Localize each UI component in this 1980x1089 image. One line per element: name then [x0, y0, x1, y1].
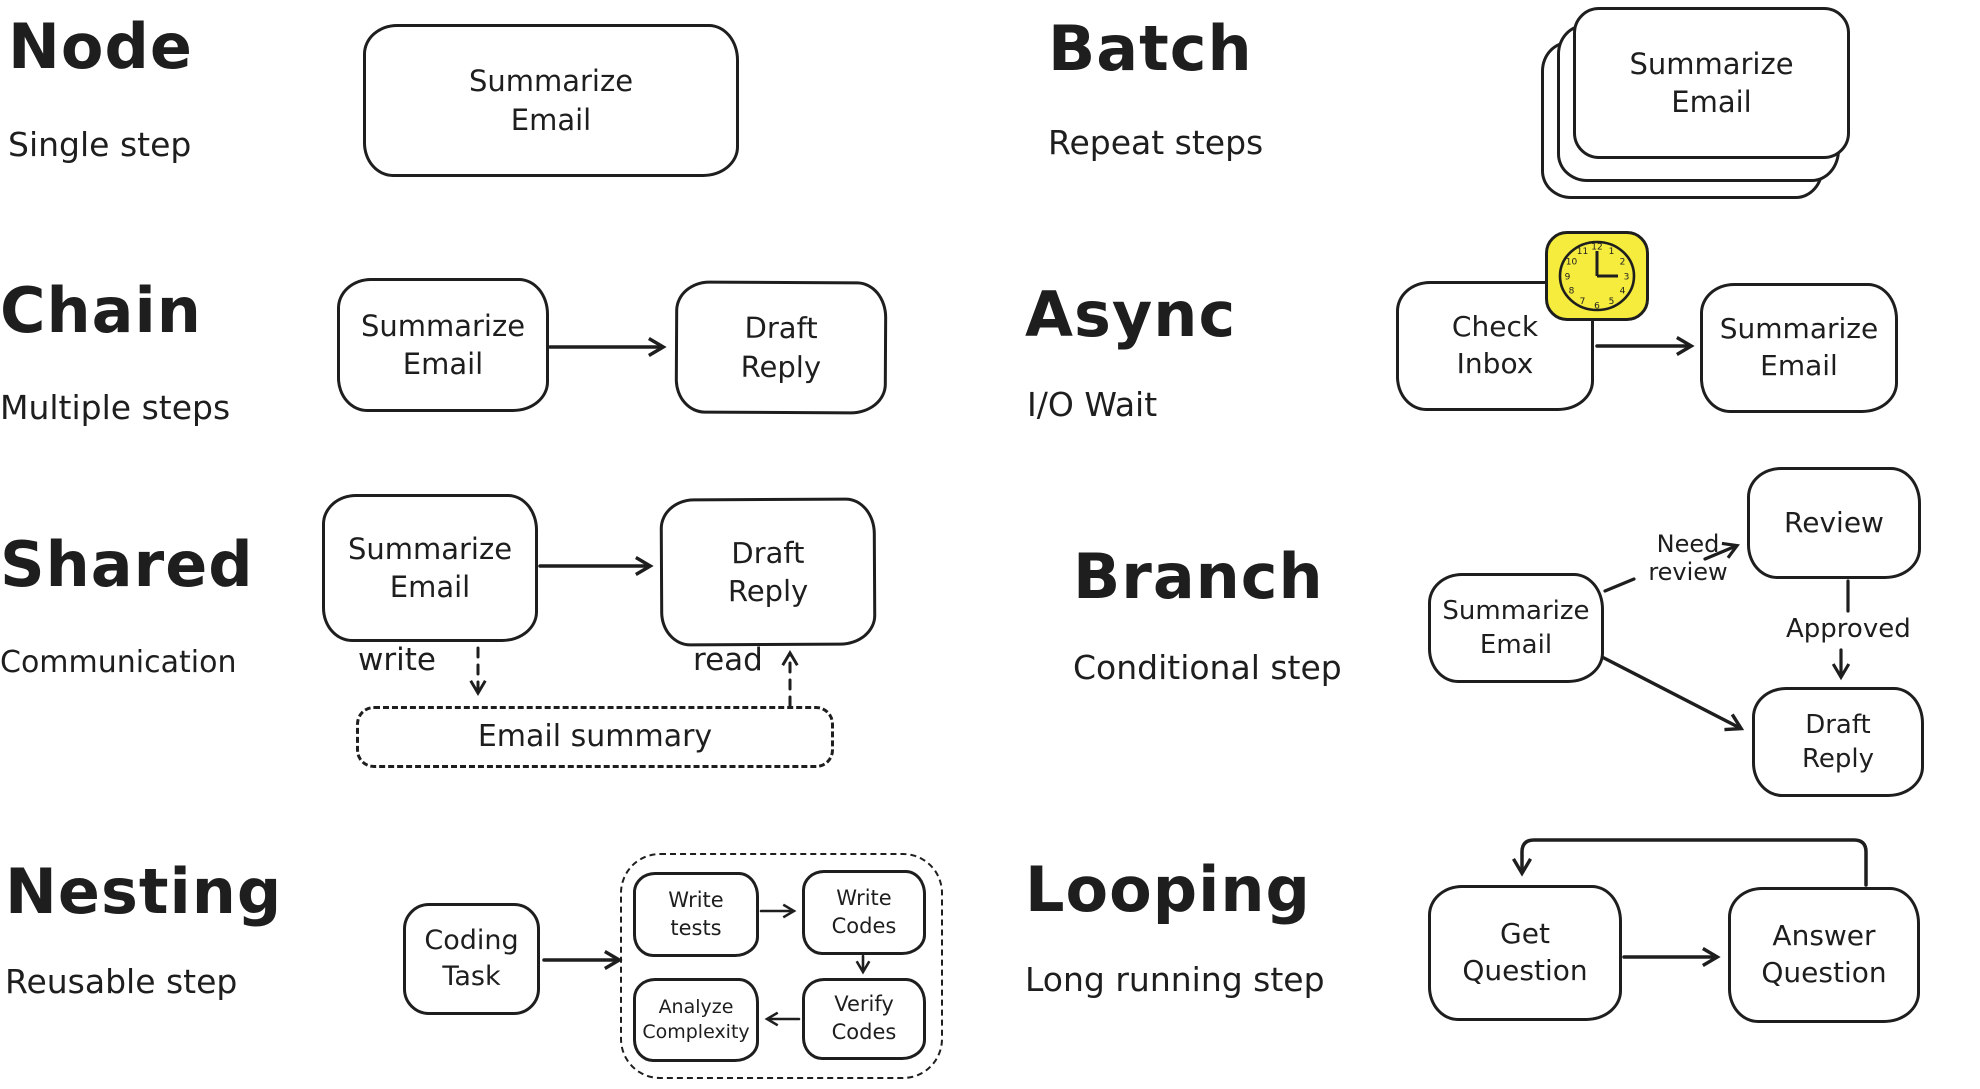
- node-box-summarize-email: Summarize Email: [363, 24, 739, 177]
- svg-text:4: 4: [1620, 287, 1626, 297]
- read-label: read: [693, 642, 763, 678]
- nest-box-analyze-complexity: Analyze Complexity: [633, 978, 759, 1062]
- chain-title: Chain: [0, 274, 202, 347]
- svg-text:12: 12: [1591, 243, 1602, 253]
- branch-to-draft-arrow: [1602, 656, 1745, 732]
- need-review-label: Need review: [1648, 530, 1728, 586]
- nesting-title: Nesting: [5, 855, 283, 928]
- branch-box-review: Review: [1747, 467, 1921, 579]
- svg-text:6: 6: [1594, 302, 1600, 312]
- branch-title: Branch: [1073, 540, 1324, 613]
- clock-face: 1 2 3 4 5 6 7 8 9 10 11 12: [1558, 240, 1636, 312]
- looping-subtitle: Long running step: [1025, 960, 1325, 999]
- shared-box-summarize-email: Summarize Email: [322, 494, 538, 642]
- shared-box-draft-reply: Draft Reply: [659, 497, 877, 647]
- svg-text:3: 3: [1624, 273, 1630, 283]
- svg-text:7: 7: [1580, 297, 1586, 307]
- chain-subtitle: Multiple steps: [0, 388, 231, 427]
- batch-subtitle: Repeat steps: [1048, 123, 1264, 162]
- nest-box-write-codes: Write Codes: [802, 870, 926, 955]
- shared-subtitle: Communication: [0, 645, 237, 680]
- svg-text:11: 11: [1577, 247, 1588, 257]
- branch-subtitle: Conditional step: [1073, 648, 1342, 687]
- svg-text:8: 8: [1569, 287, 1575, 297]
- write-label: write: [358, 642, 436, 678]
- looping-back-arrow: [1511, 838, 1868, 887]
- node-subtitle: Single step: [8, 125, 192, 164]
- async-title: Async: [1025, 278, 1237, 351]
- shared-store-box: Email summary: [356, 706, 834, 768]
- svg-text:2: 2: [1620, 258, 1626, 268]
- need-review-arrow-tail: [1603, 577, 1636, 593]
- nest-box-verify-codes: Verify Codes: [802, 978, 926, 1060]
- looping-box-get-question: Get Question: [1428, 885, 1622, 1021]
- nesting-box-coding-task: Coding Task: [403, 903, 540, 1015]
- approved-label: Approved: [1786, 614, 1911, 644]
- node-title: Node: [8, 10, 193, 83]
- async-box-check-inbox: Check Inbox: [1396, 281, 1594, 411]
- shared-title: Shared: [0, 528, 254, 601]
- nesting-subtitle: Reusable step: [5, 962, 238, 1001]
- looping-title: Looping: [1025, 853, 1311, 926]
- svg-text:9: 9: [1565, 273, 1571, 283]
- svg-text:1: 1: [1609, 247, 1615, 257]
- branch-box-summarize-email: Summarize Email: [1428, 573, 1604, 683]
- async-box-summarize-email: Summarize Email: [1700, 283, 1898, 413]
- chain-box-draft-reply: Draft Reply: [674, 280, 888, 415]
- batch-card-front-summarize-email: Summarize Email: [1573, 7, 1850, 159]
- clock-icon: 1 2 3 4 5 6 7 8 9 10 11 12: [1545, 231, 1649, 321]
- chain-box-summarize-email: Summarize Email: [337, 278, 549, 412]
- batch-title: Batch: [1048, 12, 1253, 85]
- svg-text:10: 10: [1566, 258, 1578, 268]
- async-subtitle: I/O Wait: [1027, 385, 1158, 424]
- looping-box-answer-question: Answer Question: [1728, 887, 1920, 1023]
- branch-box-draft-reply: Draft Reply: [1752, 687, 1924, 797]
- svg-text:5: 5: [1609, 297, 1615, 307]
- nest-box-write-tests: Write tests: [633, 872, 759, 957]
